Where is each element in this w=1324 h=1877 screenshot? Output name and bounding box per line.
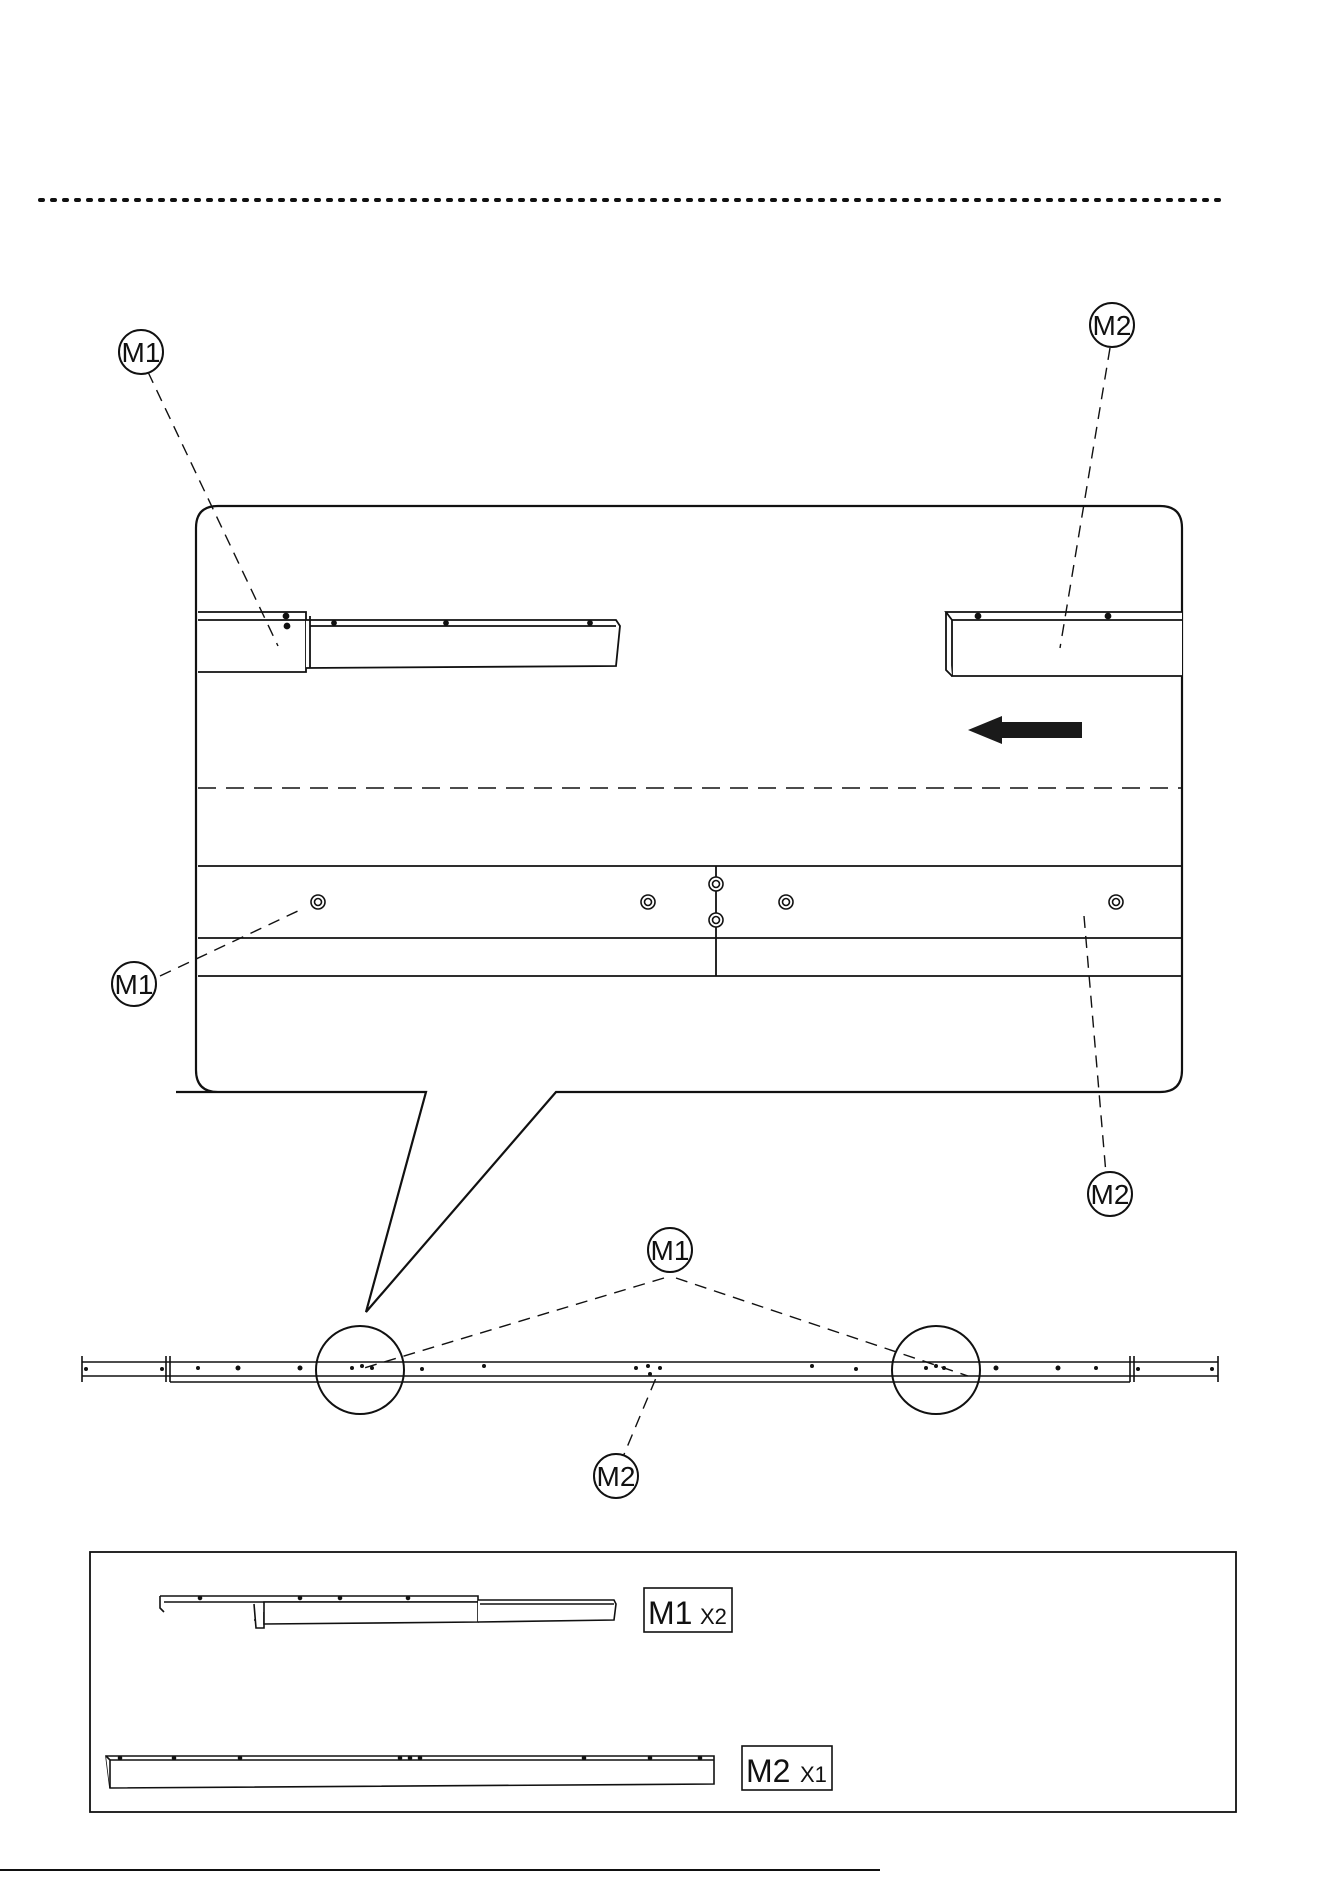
- svg-text:M1: M1: [115, 969, 154, 1000]
- callout-m2-bottom: M2: [594, 1454, 638, 1498]
- m2-rail-detail: [946, 612, 1182, 676]
- zoom-circles: [316, 1326, 980, 1414]
- svg-text:M1: M1: [648, 1595, 692, 1631]
- part-m2-label: M2 X1: [742, 1746, 832, 1790]
- callout-m2-right: M2: [1088, 1172, 1132, 1216]
- svg-text:X2: X2: [700, 1604, 727, 1629]
- part-m1-drawing: [160, 1596, 616, 1628]
- callout-m1-top: M1: [119, 330, 163, 374]
- rail-holes: [84, 1364, 1214, 1376]
- callout-m1-center: M1: [648, 1228, 692, 1272]
- callout-m1-left: M1: [112, 962, 156, 1006]
- leader-lines: [148, 348, 1110, 1464]
- svg-text:M2: M2: [1093, 310, 1132, 341]
- full-rail-overview: [82, 1356, 1218, 1382]
- m1-rail-detail: [198, 612, 620, 672]
- svg-text:M1: M1: [651, 1235, 690, 1266]
- svg-text:M1: M1: [122, 337, 161, 368]
- arrow-left-icon: [968, 716, 1082, 744]
- svg-text:M2: M2: [597, 1461, 636, 1492]
- callout-m2-top: M2: [1090, 303, 1134, 347]
- svg-text:X1: X1: [800, 1762, 827, 1787]
- part-m1-label: M1 X2: [644, 1588, 732, 1632]
- bolt-holes: [311, 877, 1123, 927]
- assembled-beam: [198, 866, 1182, 976]
- svg-text:M2: M2: [746, 1753, 790, 1789]
- svg-text:M2: M2: [1091, 1179, 1130, 1210]
- part-m2-drawing: [106, 1756, 714, 1788]
